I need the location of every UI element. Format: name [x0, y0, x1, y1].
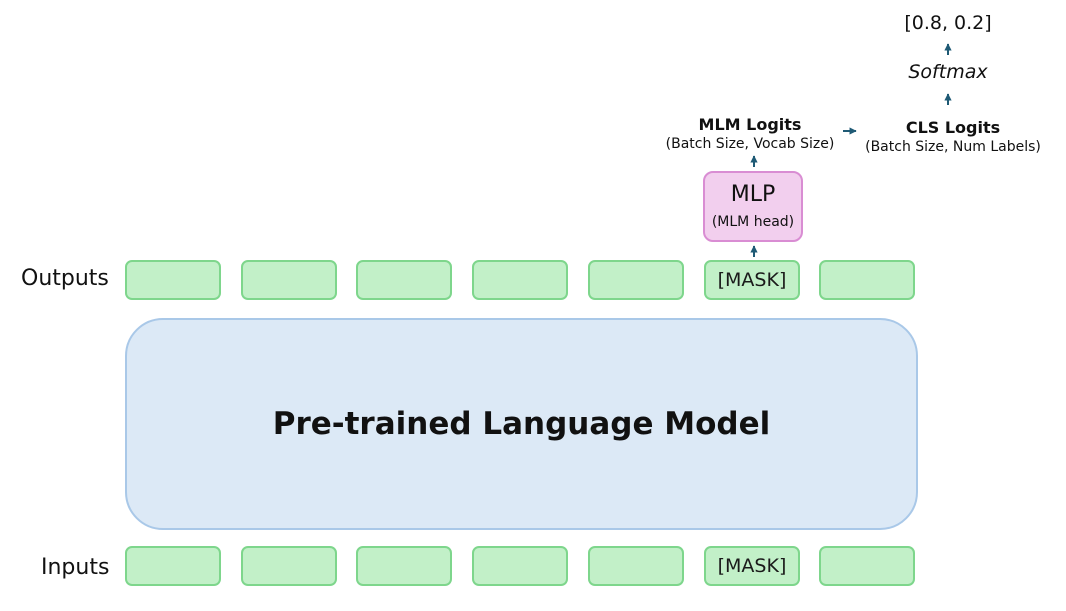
input-token-5	[588, 546, 684, 586]
cls-logits-shape: (Batch Size, Num Labels)	[865, 139, 1041, 155]
input-token-1	[125, 546, 221, 586]
mlp-title: MLP	[730, 182, 776, 207]
input-token-3	[356, 546, 452, 586]
input-token-7	[819, 546, 915, 586]
pretrained-language-model-block: Pre-trained Language Model	[125, 318, 918, 530]
output-token-3	[356, 260, 452, 300]
mlp-head-box: MLP (MLM head)	[703, 171, 803, 242]
mlm-logits-title: MLM Logits	[698, 115, 802, 134]
softmax-label: Softmax	[908, 61, 988, 83]
output-token-4	[472, 260, 568, 300]
output-token-2	[241, 260, 337, 300]
output-token-mask: [MASK]	[704, 260, 800, 300]
output-token-1	[125, 260, 221, 300]
mlm-logits-shape: (Batch Size, Vocab Size)	[665, 136, 835, 152]
input-token-4	[472, 546, 568, 586]
inputs-label: Inputs	[41, 555, 110, 580]
model-title: Pre-trained Language Model	[272, 406, 771, 442]
probabilities-label: [0.8, 0.2]	[904, 12, 992, 34]
outputs-label: Outputs	[21, 266, 109, 291]
output-token-7	[819, 260, 915, 300]
output-token-5	[588, 260, 684, 300]
cls-logits-title: CLS Logits	[905, 118, 1001, 137]
input-token-mask: [MASK]	[704, 546, 800, 586]
mlp-subtitle: (MLM head)	[711, 214, 795, 230]
input-token-2	[241, 546, 337, 586]
